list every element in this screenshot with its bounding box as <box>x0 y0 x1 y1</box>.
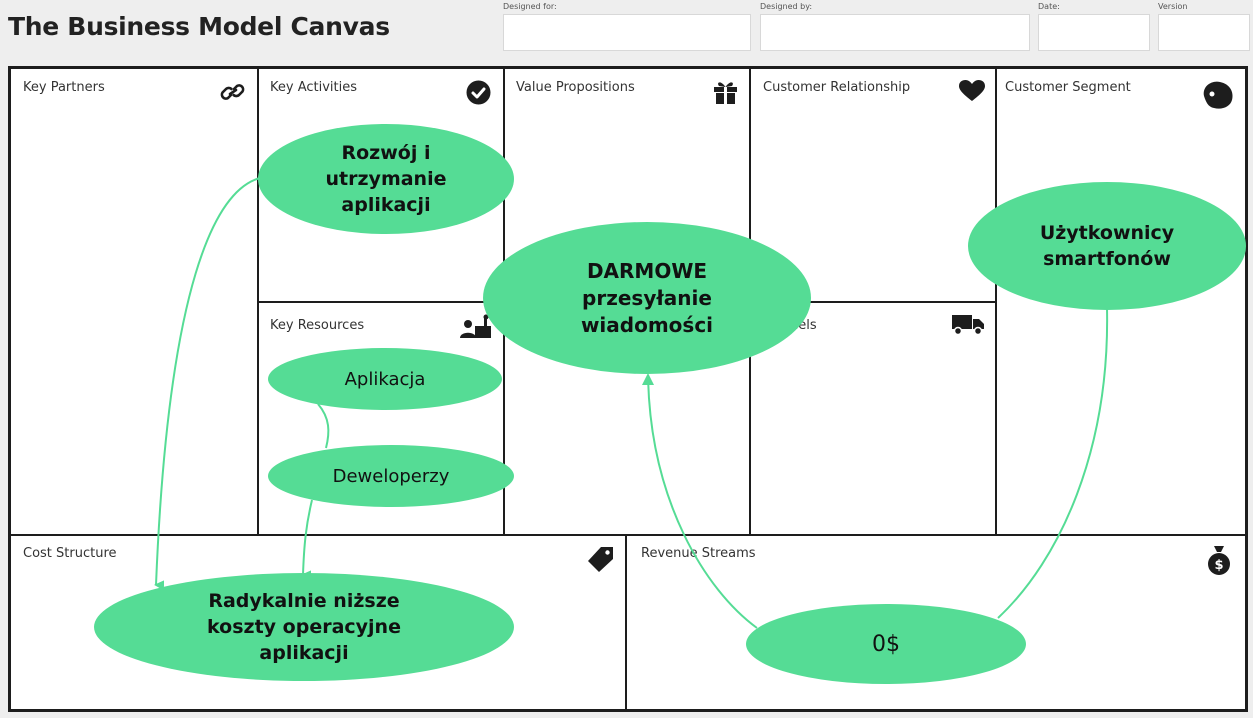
connector-resources <box>317 403 330 449</box>
activity-bubble: Rozwój i utrzymanie aplikacji <box>258 124 514 234</box>
customer-segment-bubble: Użytkownicy smartfonów <box>968 182 1246 310</box>
value-propositions-label: Value Propositions <box>516 80 635 95</box>
canvas-title: The Business Model Canvas <box>8 12 390 41</box>
revenue-streams-label: Revenue Streams <box>641 546 756 561</box>
date-label: Date: <box>1038 2 1060 11</box>
customer-segment-label: Customer Segment <box>1005 80 1131 95</box>
grid-divider <box>625 534 627 710</box>
resource-developers-bubble: Deweloperzy <box>268 445 514 507</box>
value-proposition-bubble: DARMOWE przesyłanie wiadomości <box>483 222 811 374</box>
grid-divider <box>257 301 505 303</box>
heart-icon <box>959 80 985 106</box>
connector-revenue-to-value <box>642 373 758 629</box>
designed-for-label: Designed for: <box>503 2 557 11</box>
connector-segment-to-revenue <box>997 307 1109 619</box>
version-field[interactable] <box>1158 14 1250 51</box>
connector-resources-to-cost <box>301 499 313 581</box>
key-activities-label: Key Activities <box>270 80 358 95</box>
cost-bubble: Radykalnie niższe koszty operacyjne apli… <box>94 573 514 681</box>
date-field[interactable] <box>1038 14 1150 51</box>
key-resources-label: Key Resources <box>270 318 365 333</box>
customer-relationship-label: Customer Relationship <box>763 80 911 95</box>
designed-by-field[interactable] <box>760 14 1030 51</box>
grid-divider <box>749 301 997 303</box>
gift-icon <box>713 79 738 109</box>
price-tag-icon <box>587 545 615 577</box>
grid-divider <box>9 534 1246 536</box>
revenue-bubble: 0$ <box>746 604 1026 684</box>
link-icon <box>220 80 246 108</box>
designed-by-label: Designed by: <box>760 2 813 11</box>
designed-for-field[interactable] <box>503 14 751 51</box>
money-bag-icon: $ <box>1206 544 1232 580</box>
cost-structure-label: Cost Structure <box>23 546 117 561</box>
key-partners-label: Key Partners <box>23 80 105 95</box>
people-icon <box>459 314 493 344</box>
resource-app-bubble: Aplikacja <box>268 348 502 410</box>
version-label: Version <box>1158 2 1188 11</box>
check-circle-icon <box>466 80 491 109</box>
person-head-icon <box>1200 80 1234 114</box>
svg-text:$: $ <box>1214 558 1223 573</box>
connector-activities-to-cost <box>154 177 261 591</box>
truck-icon <box>951 313 985 339</box>
